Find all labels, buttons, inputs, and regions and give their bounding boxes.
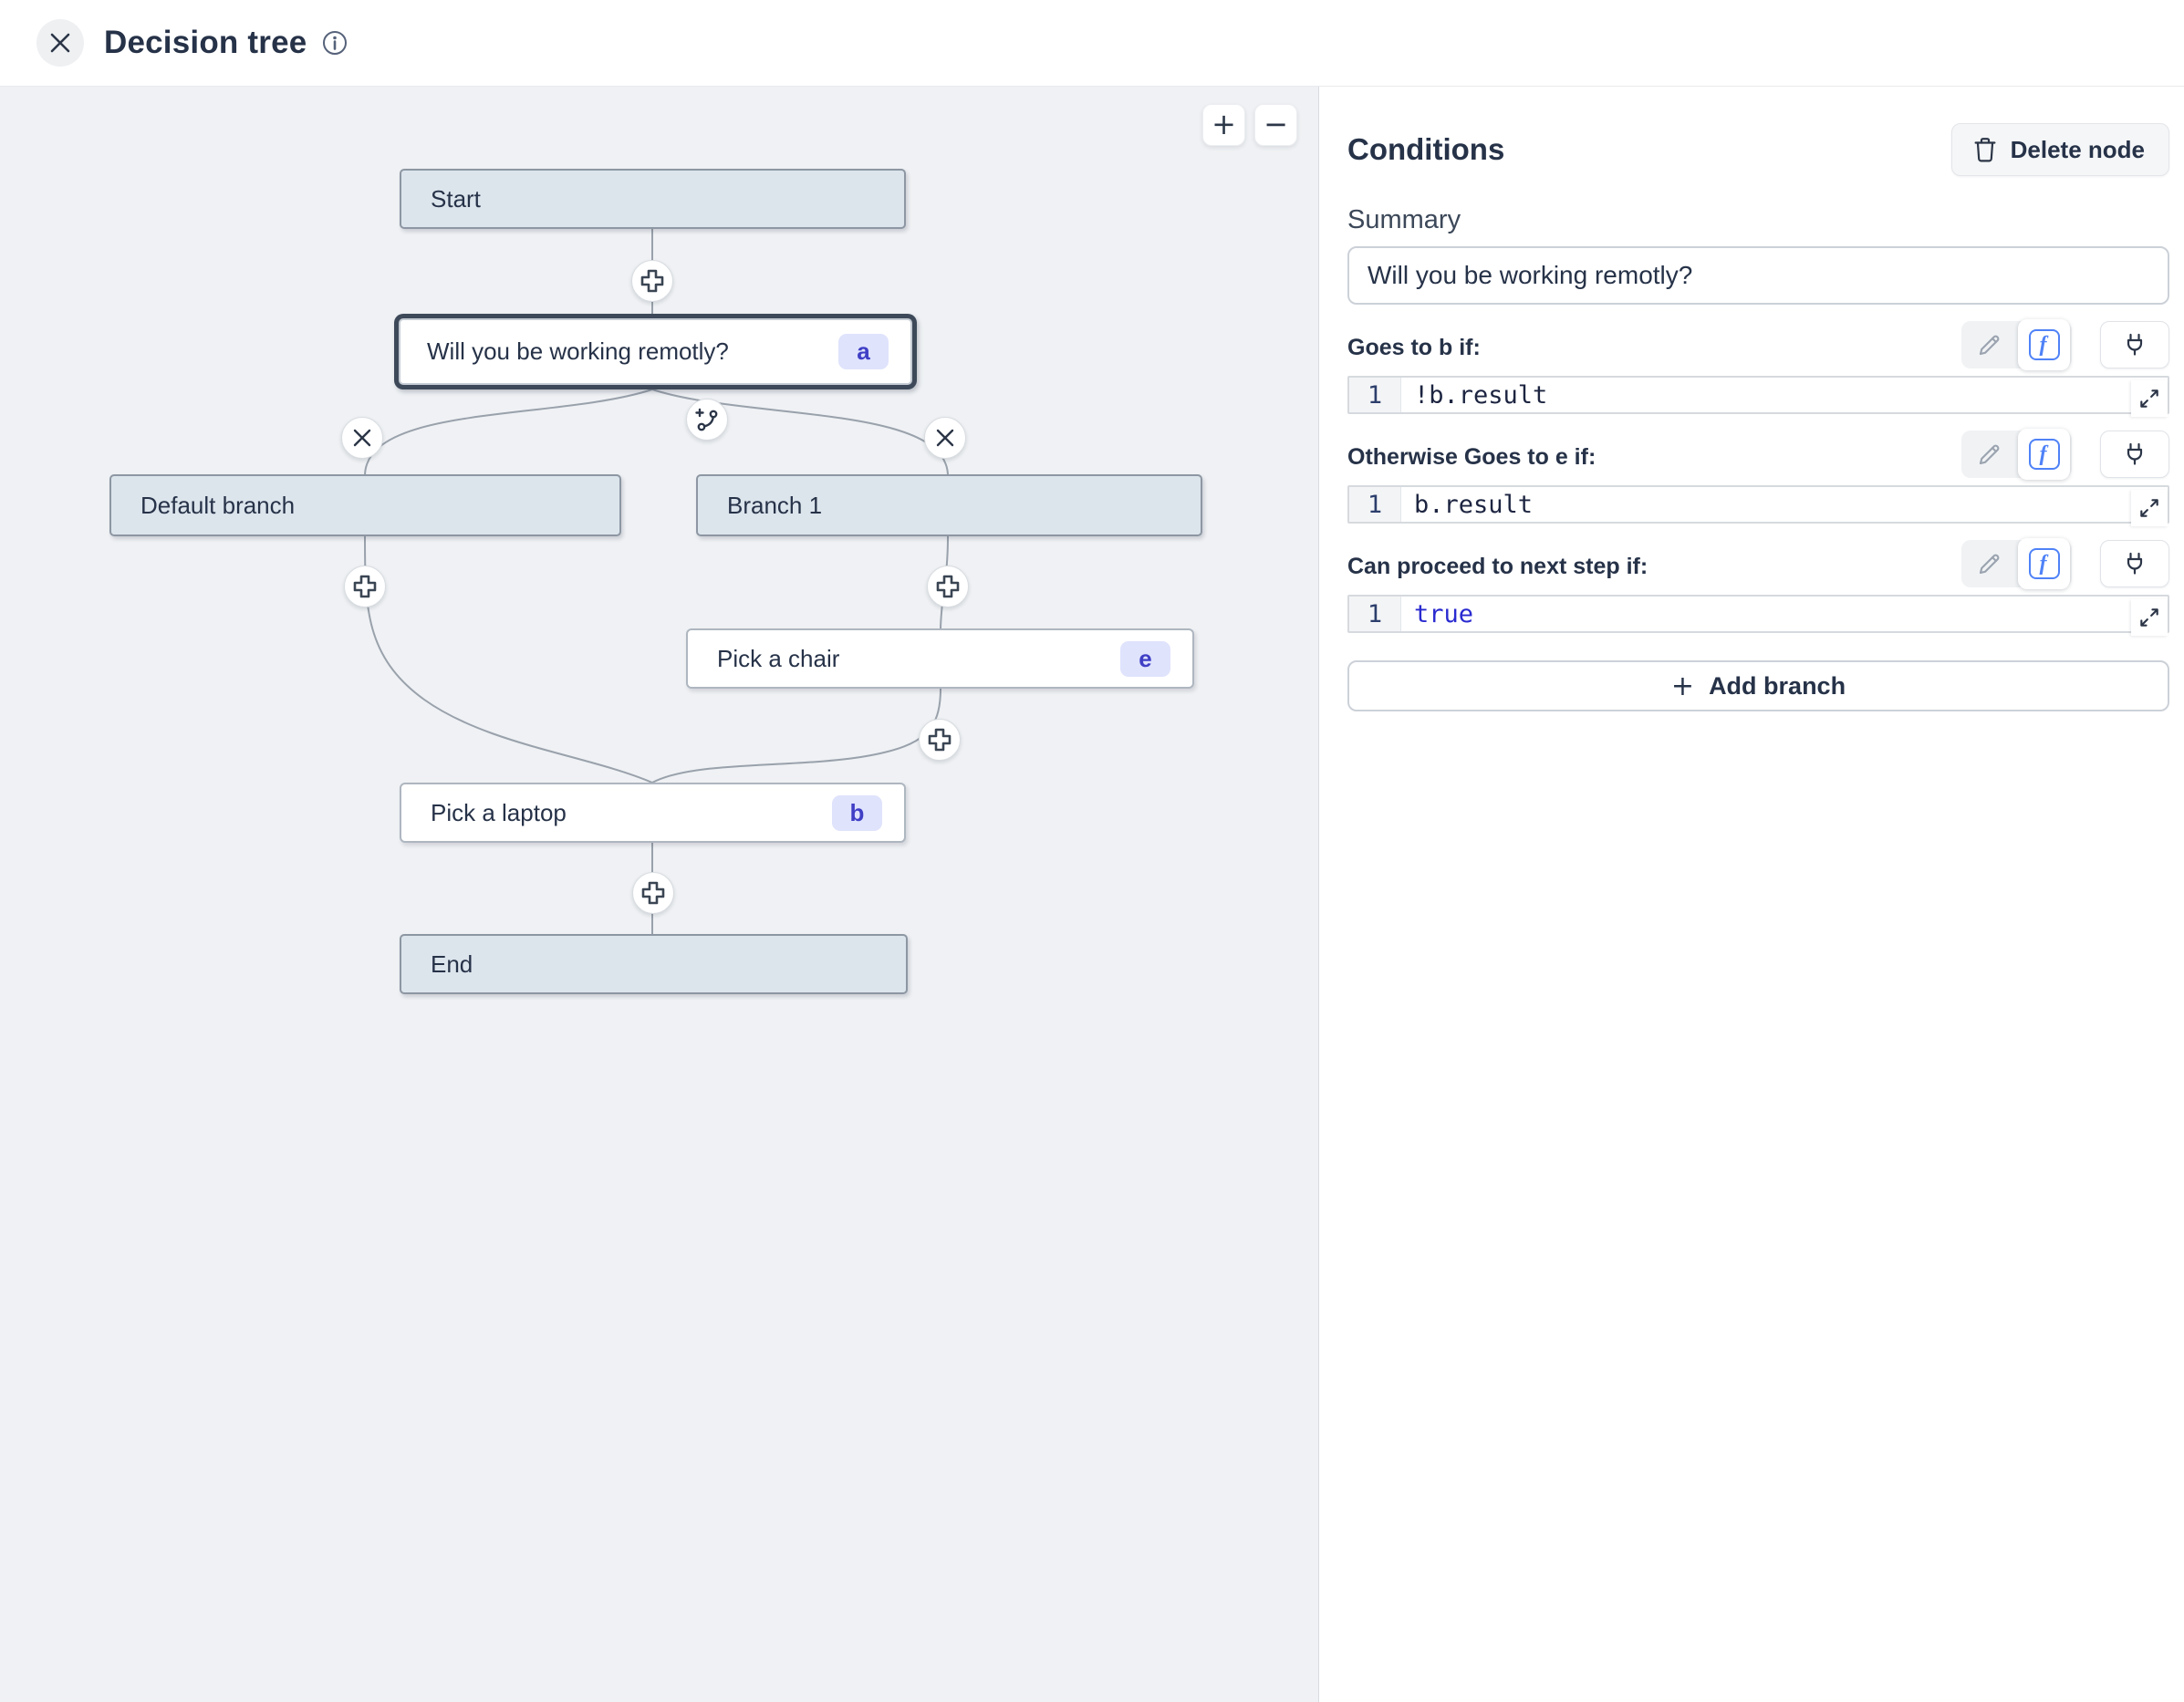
summary-label: Summary — [1347, 205, 1461, 234]
line-number: 1 — [1349, 597, 1401, 631]
condition-code: !b.result — [1414, 380, 1548, 410]
node-default-branch[interactable]: Default branch — [109, 474, 621, 536]
condition-code: true — [1414, 599, 1474, 628]
edit-mode-button[interactable] — [1961, 321, 2018, 368]
trash-icon — [1974, 138, 1996, 162]
expand-editor-button[interactable] — [2131, 490, 2168, 526]
plus-connector-icon — [353, 575, 377, 598]
summary-input[interactable] — [1347, 246, 2169, 305]
condition-label: Can proceed to next step if: — [1347, 554, 1648, 579]
app-header: Decision tree — [0, 0, 2184, 87]
remove-branch1-button[interactable] — [924, 417, 966, 459]
condition-code-editor[interactable]: 1 true — [1347, 595, 2169, 636]
add-branch-button[interactable]: + Add branch — [1347, 660, 2169, 711]
node-label: Branch 1 — [727, 491, 823, 519]
add-branch-label: Add branch — [1709, 671, 1846, 700]
node-label: End — [431, 950, 473, 978]
editor-mode-toggle: f — [1961, 429, 2072, 480]
line-number: 1 — [1349, 378, 1401, 412]
condition-code-editor[interactable]: 1 !b.result — [1347, 376, 2169, 417]
node-branch-1[interactable]: Branch 1 — [696, 474, 1202, 536]
expand-icon — [2140, 499, 2158, 517]
panel-title: Conditions — [1347, 132, 1505, 166]
editor-mode-toggle: f — [1961, 538, 2072, 589]
add-branch-split-icon — [695, 408, 718, 431]
condition-label: Otherwise Goes to e if: — [1347, 444, 1596, 470]
close-icon — [50, 33, 70, 53]
plus-icon: + — [1670, 669, 1695, 702]
node-question-selected[interactable]: Will you be working remotly? a — [394, 314, 917, 389]
connect-variable-button[interactable] — [2100, 321, 2169, 368]
plug-icon — [2127, 552, 2143, 575]
plus-connector-icon — [928, 728, 952, 752]
node-label: Default branch — [140, 491, 296, 519]
formula-mode-button[interactable]: f — [2018, 538, 2070, 589]
node-start[interactable]: Start — [400, 169, 906, 229]
node-label: Pick a chair — [717, 644, 840, 672]
plug-icon — [2127, 333, 2143, 356]
close-button[interactable] — [36, 19, 84, 67]
conditions-panel: Conditions Delete node Summary Goes to b… — [1318, 87, 2184, 1702]
plus-connector-icon — [936, 575, 960, 598]
formula-icon: f — [2028, 548, 2060, 579]
node-label: Start — [431, 184, 481, 213]
expand-icon — [2140, 389, 2158, 408]
condition-label: Goes to b if: — [1347, 335, 1481, 360]
flow-canvas[interactable]: + − Start Will you be working remotly? a — [0, 87, 1318, 1702]
formula-icon: f — [2028, 439, 2060, 470]
node-pick-a-chair[interactable]: Pick a chair e — [686, 628, 1194, 689]
connect-variable-button[interactable] — [2100, 540, 2169, 587]
edit-mode-button[interactable] — [1961, 540, 2018, 587]
zoom-in-button[interactable]: + — [1202, 104, 1245, 146]
formula-mode-button[interactable]: f — [2018, 319, 2070, 370]
add-step-button-2[interactable] — [344, 566, 386, 607]
connect-variable-button[interactable] — [2100, 431, 2169, 478]
node-label: Pick a laptop — [431, 798, 567, 826]
node-badge: a — [838, 334, 889, 369]
plus-connector-icon — [640, 269, 664, 293]
add-branch-split-button[interactable] — [686, 399, 728, 441]
line-number: 1 — [1349, 487, 1401, 522]
add-step-button-5[interactable] — [632, 872, 674, 914]
node-end[interactable]: End — [400, 934, 908, 994]
condition-code-editor[interactable]: 1 b.result — [1347, 485, 2169, 526]
edge-chair-laptop — [651, 688, 941, 784]
formula-icon: f — [2028, 329, 2060, 360]
expand-editor-button[interactable] — [2131, 380, 2168, 417]
add-step-button-1[interactable] — [631, 260, 673, 302]
add-step-button-3[interactable] — [927, 566, 969, 607]
pencil-icon — [1979, 554, 2000, 575]
pencil-icon — [1979, 444, 2000, 465]
edge-question-default — [364, 389, 653, 477]
edit-mode-button[interactable] — [1961, 431, 2018, 478]
page-title: Decision tree — [104, 25, 307, 60]
plug-icon — [2127, 442, 2143, 465]
remove-branch-icon — [936, 429, 954, 447]
plus-connector-icon — [641, 881, 665, 905]
formula-mode-button[interactable]: f — [2018, 429, 2070, 480]
node-badge: e — [1120, 640, 1170, 677]
expand-editor-button[interactable] — [2131, 599, 2168, 636]
condition-code: b.result — [1414, 490, 1534, 519]
node-label: Will you be working remotly? — [427, 337, 729, 365]
info-icon[interactable] — [321, 29, 348, 57]
delete-node-button[interactable]: Delete node — [1950, 123, 2169, 176]
edge-default-laptop — [364, 535, 653, 784]
add-step-button-4[interactable] — [919, 719, 961, 761]
remove-default-branch-button[interactable] — [341, 417, 383, 459]
remove-branch-icon — [353, 429, 371, 447]
delete-node-label: Delete node — [2010, 135, 2145, 163]
pencil-icon — [1979, 335, 2000, 356]
zoom-out-button[interactable]: − — [1254, 104, 1297, 146]
editor-mode-toggle: f — [1961, 319, 2072, 370]
expand-icon — [2140, 608, 2158, 627]
node-pick-a-laptop[interactable]: Pick a laptop b — [400, 783, 906, 843]
node-badge: b — [832, 794, 882, 831]
